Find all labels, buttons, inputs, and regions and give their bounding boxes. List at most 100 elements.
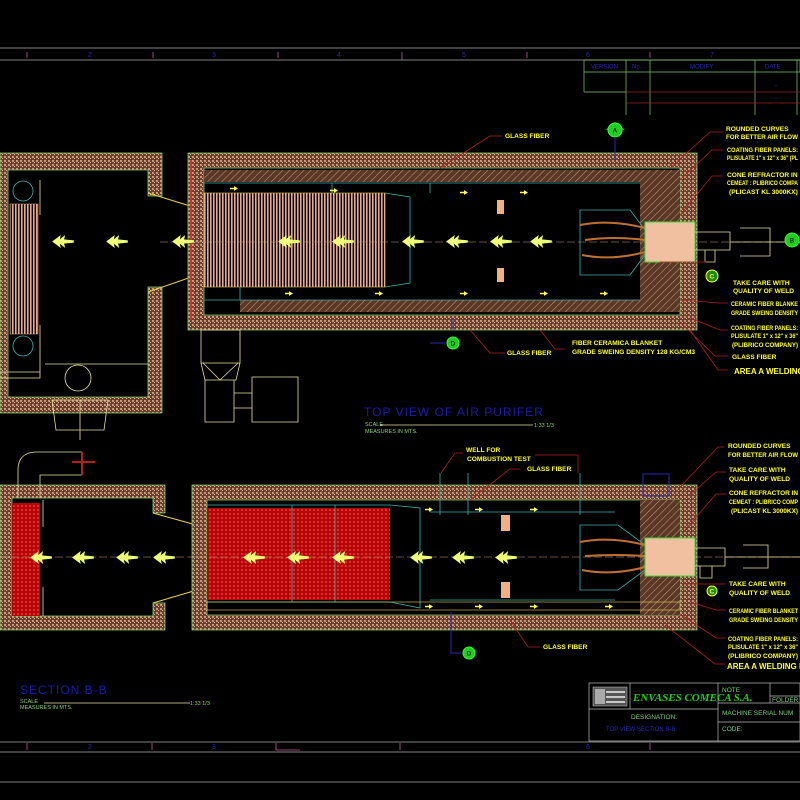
small-flow-arrow-icon: [460, 291, 468, 296]
callout-take-care-weld: QUALITY OF WELD: [729, 476, 790, 483]
small-flow-arrow-icon: [530, 507, 538, 512]
flow-arrow-icon: [452, 551, 474, 564]
measures-note: MEASURES IN MTS.: [365, 429, 418, 435]
ceramic-blanket: [240, 300, 680, 312]
support-block: [501, 515, 510, 531]
support-block: [497, 268, 504, 282]
callout-cone-refractor: CEMEAT : PLIBRICO COMPA: [727, 180, 798, 187]
callout-coating-fiber-panels: COATING FIBER PANELS:: [727, 147, 798, 154]
callout-ceramic-fiber-blanket: GRADE SWEING DENSITY: [731, 310, 798, 317]
callout-coating-fiber-panels: PLISULATE 1" x 12" x 36" (PL: [727, 155, 798, 162]
section-marker-d: D: [450, 612, 476, 660]
section-marker-label: B: [790, 238, 795, 245]
flow-arrow-icon: [52, 235, 74, 248]
callout-well-combustion-test: WELL FOR: [466, 447, 501, 454]
flow-arrow-icon: [410, 551, 432, 564]
ceramic-blanket: [204, 170, 680, 182]
code-label: CODE:: [722, 726, 743, 733]
revision-header-no: No.: [632, 65, 642, 71]
callout-rounded-curves: ROUNDED CURVES: [728, 443, 791, 450]
grid-number: 6: [586, 744, 590, 751]
support-block: [497, 200, 504, 214]
callout-glass-fiber: GLASS FIBER: [527, 466, 572, 473]
callout-fiber-ceramic-blanket: GRADE SWEING DENSITY 128 KG/CM3: [572, 349, 695, 356]
scale-value: 1:33 1/3: [190, 701, 210, 707]
callout-take-care-weld: TAKE CARE WITH: [729, 581, 786, 588]
measures-note: MEASURES IN MTS.: [20, 705, 73, 711]
callout-take-care-weld: QUALITY OF WELD: [729, 590, 790, 597]
small-flow-arrow-icon: [425, 604, 433, 609]
company-logo: [592, 686, 628, 707]
section-marker-d: D: [430, 318, 460, 350]
callout-cone-refractor: (PLICAST KL 3000KX): [731, 508, 798, 515]
roller: [12, 180, 34, 202]
grid-number: 5: [462, 52, 466, 59]
section-marker-b: B: [784, 232, 800, 248]
company-name: ENVASES COMECA S.A.: [632, 692, 753, 704]
grid-number: 2: [88, 52, 92, 59]
small-flow-arrow-icon: [425, 507, 433, 512]
small-flow-arrow-icon: [475, 604, 483, 609]
section-marker-c: C: [706, 585, 718, 597]
filter-panel: [9, 203, 39, 335]
grid-number: 2: [88, 744, 92, 751]
callout-cone-refractor: CONE REFRACTOR IN: [729, 490, 798, 497]
revision-date-cell: -: [775, 83, 777, 89]
flow-arrow-icon: [490, 235, 512, 248]
scale-label: SCALE: [20, 699, 38, 705]
folder-label: FOLDER: [772, 697, 799, 704]
section-marker-label: A: [613, 128, 618, 135]
callout-coating-fiber-panels: PLISULATE 1" x 12" x 36": [731, 333, 798, 340]
small-flow-arrow-icon: [460, 190, 468, 195]
callout-glass-fiber: GLASS FIBER: [732, 354, 777, 361]
small-flow-arrow-icon: [520, 190, 528, 195]
support-block: [501, 582, 510, 598]
left-chamber-wall: [0, 152, 163, 414]
title-block: ENVASES COMECA S.A. DESIGNATION: TOP VIE…: [588, 682, 800, 742]
section-marker-c: C: [705, 269, 719, 283]
callout-take-care-weld: TAKE CARE WITH: [733, 280, 790, 287]
callout-take-care-weld: QUALITY OF WELD: [733, 288, 794, 295]
callout-take-care-weld: TAKE CARE WITH: [729, 467, 786, 474]
callout-coating-fiber-panels: (PLIBRICO COMPANY): [728, 653, 798, 660]
revision-header-date: DATE: [765, 65, 781, 71]
access-port: [642, 473, 670, 497]
view-title: SECTION B-B: [20, 683, 108, 697]
flow-arrow-icon: [446, 235, 468, 248]
callout-rounded-curves: FOR BETTER AIR FLOW: [728, 452, 799, 459]
callout-area-welding: AREA A WELDING I: [734, 367, 800, 376]
section-marker-label: D: [451, 341, 456, 348]
flow-arrow-icon: [495, 551, 517, 564]
small-flow-arrow-icon: [375, 291, 383, 296]
callout-rounded-curves: FOR BETTER AIR FLOW: [726, 134, 799, 141]
callout-fiber-ceramic-blanket: FIBER CERAMICA BLANKET: [572, 340, 662, 347]
small-flow-arrow-icon: [530, 604, 538, 609]
callout-glass-fiber: GLASS FIBER: [505, 133, 550, 140]
callout-ceramic-fiber-blanket: CERAMIC FIBER BLANKET: [729, 608, 798, 615]
small-flow-arrow-icon: [605, 604, 613, 609]
callout-coating-fiber-panels: PLISULATE 1" x 12" x 36": [728, 644, 798, 651]
grid-number: 6: [586, 52, 590, 59]
view-title: TOP VIEW OF AIR PURIFER: [364, 405, 544, 419]
small-flow-arrow-icon: [540, 291, 548, 296]
section-marker-label: D: [467, 651, 472, 658]
callout-ceramic-fiber-blanket: CERAMIC FIBER BLANKE: [731, 301, 798, 308]
flow-arrow-icon: [72, 551, 94, 564]
small-flow-arrow-icon: [330, 188, 338, 193]
designation-value: TOP VIEW-SECTION B-B: [606, 727, 675, 733]
revision-table: VERSION No. MODIFY DATE - -: [583, 59, 800, 115]
scale-label: SCALE: [365, 422, 383, 428]
flow-arrow-icon: [402, 235, 424, 248]
revision-date-cell: -: [775, 96, 777, 102]
section-marker-label: C: [710, 274, 715, 281]
revision-header-modify: MODIFY: [690, 65, 713, 71]
callout-well-combustion-test: COMBUSTION TEST: [467, 456, 531, 463]
machine-serial-label: MACHINE SERIAL NUM: [722, 710, 793, 717]
burner-nozzle: [644, 221, 696, 263]
grid-number: 3: [212, 52, 216, 59]
callout-ceramic-fiber-blanket: GRADE SWEING DENSITY: [729, 617, 799, 624]
note-label: NOTE: [722, 687, 741, 694]
callout-coating-fiber-panels: COATING FIBER PANELS:: [728, 636, 798, 643]
grid-number: 3: [212, 744, 216, 751]
